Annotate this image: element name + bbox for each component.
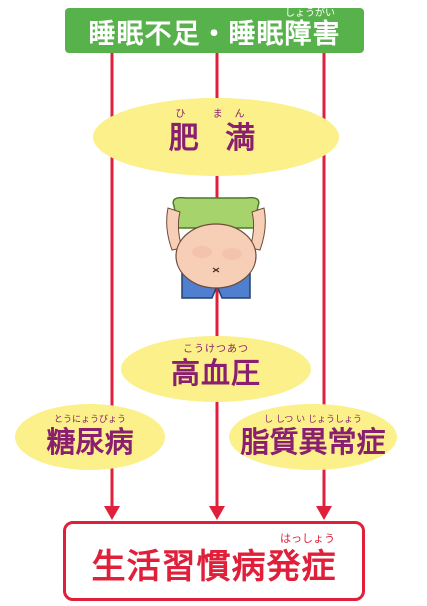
dyslipidemia-oval: し しつ い じょうしょう 脂質異常症 <box>229 404 397 470</box>
hypertension-ruby: こうけつあつ <box>183 344 249 355</box>
dyslipidemia-label: 脂質異常症 <box>240 425 386 459</box>
dyslipidemia-ruby: し しつ い じょうしょう <box>263 415 363 425</box>
belly-illustration <box>166 196 266 299</box>
lifestyle-disease-box: はっしょう 生活習慣病発症 <box>63 521 365 601</box>
obesity-label: 肥 満 <box>168 121 264 156</box>
sleep-disorder-ruby: しょうがい <box>285 8 335 19</box>
sleep-deficiency-box: しょうがい 睡眠不足・睡眠障害 <box>65 8 364 53</box>
obesity-oval: ひ まん 肥 満 <box>93 98 339 176</box>
lifestyle-disease-label: 生活習慣病発症 <box>91 547 337 587</box>
diabetes-label: 糖尿病 <box>46 425 134 459</box>
sleep-deficiency-label: 睡眠不足・睡眠障害 <box>88 19 341 50</box>
onset-ruby: はっしょう <box>280 532 335 545</box>
right-arrowhead <box>316 506 332 520</box>
left-arrowhead <box>104 506 120 520</box>
hypertension-label: 高血圧 <box>170 356 261 390</box>
obesity-ruby: ひ まん <box>175 109 257 120</box>
center-arrowhead <box>209 506 225 520</box>
diabetes-oval: とうにょうびょう 糖尿病 <box>15 404 165 470</box>
hypertension-oval: こうけつあつ 高血圧 <box>121 336 311 402</box>
diabetes-ruby: とうにょうびょう <box>53 415 126 425</box>
